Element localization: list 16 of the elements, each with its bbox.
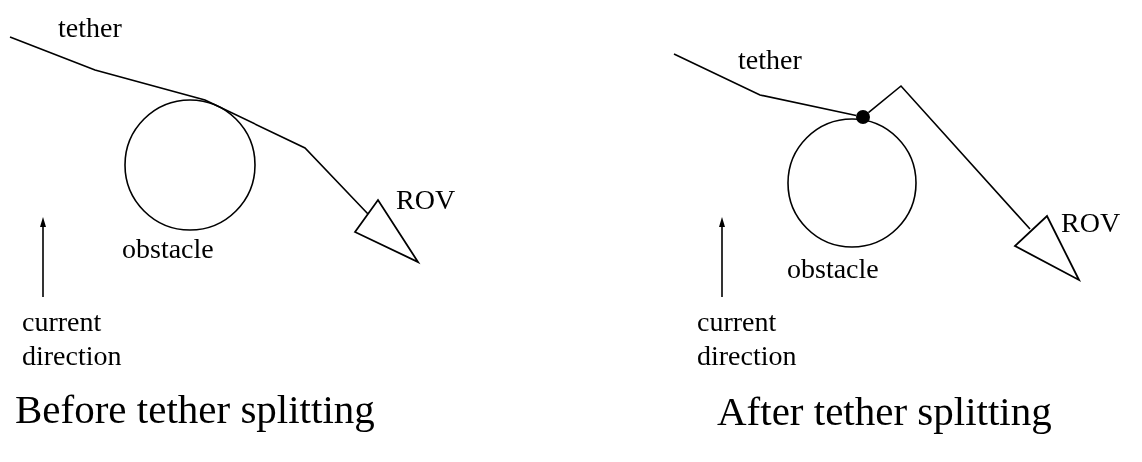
node-caption: obstacle [787, 254, 879, 284]
panel-title: After tether splitting [717, 390, 1052, 434]
node-caption: obstacle [122, 234, 214, 264]
edge-label: tether [58, 13, 122, 43]
tether-line [9, 36, 369, 215]
edge-label: tether [738, 45, 802, 75]
tether-line [673, 53, 857, 117]
direction-label: current direction [22, 305, 123, 373]
obstacle-circle [124, 99, 256, 231]
obstacle-circle [787, 118, 917, 248]
tether-line [867, 84, 1031, 230]
direction-label: current direction [697, 305, 798, 373]
attachment-dot [856, 110, 870, 124]
node-caption: ROV [1061, 208, 1121, 238]
node-caption: ROV [396, 185, 456, 215]
panel-title: Before tether splitting [15, 388, 375, 432]
